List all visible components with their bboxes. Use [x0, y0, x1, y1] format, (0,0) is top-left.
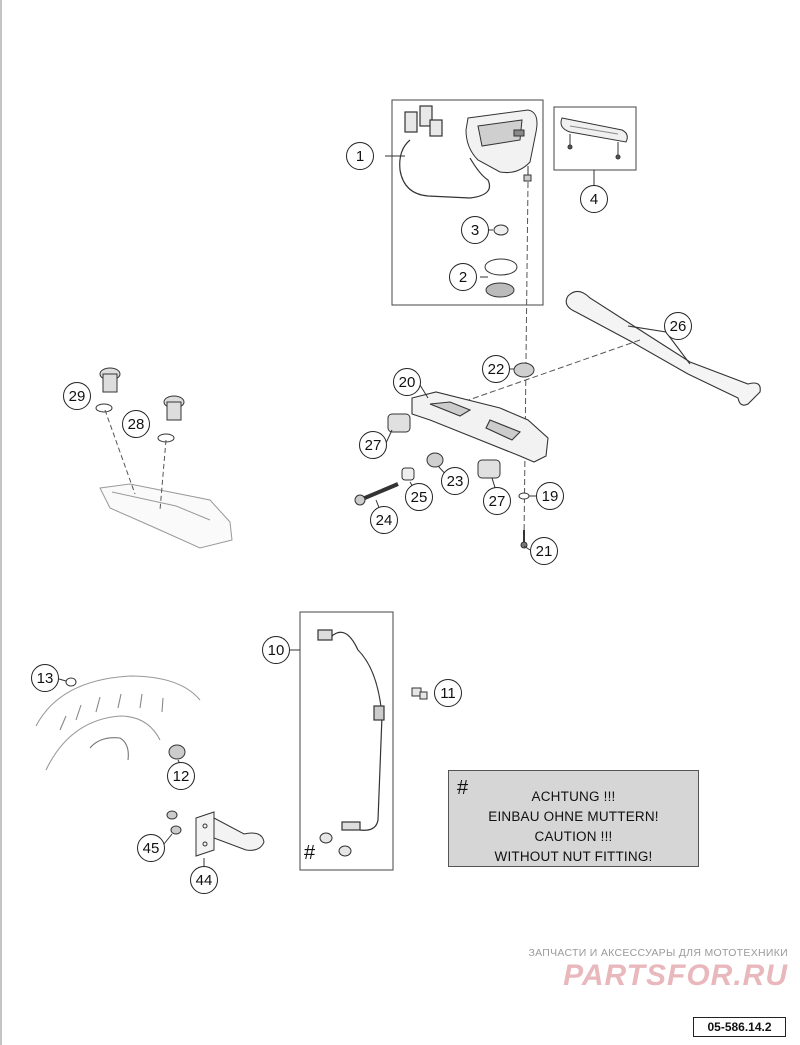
- bushing-27b: [477, 459, 501, 479]
- mounting-bracket: [99, 483, 233, 549]
- speedometer-unit: [465, 109, 538, 182]
- nut-22: [513, 362, 535, 378]
- notice-hash-mark: #: [457, 777, 469, 799]
- watermark-tagline: ЗАПЧАСТИ И АКСЕССУАРЫ ДЛЯ МОТОТЕХНИКИ: [528, 947, 788, 959]
- bracket-20: [411, 391, 549, 463]
- callout-27b: 27: [483, 487, 511, 515]
- callout-26: 26: [664, 312, 692, 340]
- notice-line: ACHTUNG !!!: [531, 789, 616, 804]
- item-4-box: [553, 106, 637, 171]
- bracket-44: [195, 811, 265, 857]
- clip-13: [65, 677, 77, 687]
- speedometer-cable: [399, 105, 491, 199]
- washer-19: [518, 492, 530, 500]
- sleeve-25: [401, 467, 415, 481]
- knob-29: [95, 367, 121, 413]
- washer-3: [493, 224, 509, 236]
- caution-notice: # ACHTUNG !!! EINBAU OHNE MUTTERN! CAUTI…: [448, 770, 699, 867]
- bushing-27a: [387, 413, 411, 433]
- cap-2: [484, 258, 518, 298]
- callout-3: 3: [461, 216, 489, 244]
- callout-21: 21: [530, 537, 558, 565]
- callout-20: 20: [393, 368, 421, 396]
- bolt-24: [354, 482, 399, 506]
- callout-11: 11: [434, 679, 462, 707]
- sensor-group-box: [299, 611, 394, 871]
- watermark: ЗАПЧАСТИ И АКСЕССУАРЫ ДЛЯ МОТОТЕХНИКИ PA…: [528, 947, 788, 993]
- callout-23: 23: [441, 467, 469, 495]
- nut-sensor: [319, 832, 352, 857]
- screw-21: [520, 530, 528, 549]
- callout-2: 2: [449, 263, 477, 291]
- brake-disc: [35, 675, 201, 771]
- nut-12: [168, 744, 186, 760]
- callout-44: 44: [190, 866, 218, 894]
- callout-45: 45: [137, 834, 165, 862]
- screws-45: [166, 810, 182, 835]
- bracket-26: [565, 290, 761, 406]
- notice-line: WITHOUT NUT FITTING!: [494, 849, 653, 864]
- callout-10: 10: [262, 636, 290, 664]
- nut-23: [426, 452, 444, 468]
- document-code: 05-586.14.2: [693, 1017, 786, 1037]
- knob-28: [157, 395, 185, 443]
- notice-text: ACHTUNG !!! EINBAU OHNE MUTTERN! CAUTION…: [449, 787, 698, 867]
- sensor-10: [317, 629, 385, 831]
- watermark-logo: PARTSFOR.RU: [563, 959, 788, 992]
- callout-4: 4: [580, 185, 608, 213]
- callout-27a: 27: [359, 431, 387, 459]
- callout-25: 25: [405, 483, 433, 511]
- callout-28: 28: [122, 410, 150, 438]
- speedometer-group-box: [391, 99, 544, 306]
- cover-4: [560, 117, 628, 160]
- callout-12: 12: [167, 762, 195, 790]
- notice-line: CAUTION !!!: [534, 829, 613, 844]
- sensor-hash-mark: #: [304, 842, 316, 864]
- callout-22: 22: [482, 355, 510, 383]
- callout-13: 13: [31, 664, 59, 692]
- callout-29: 29: [63, 382, 91, 410]
- callout-24: 24: [370, 506, 398, 534]
- callout-1: 1: [346, 142, 374, 170]
- notice-line: EINBAU OHNE MUTTERN!: [488, 809, 659, 824]
- clip-11: [411, 687, 428, 700]
- callout-19: 19: [536, 482, 564, 510]
